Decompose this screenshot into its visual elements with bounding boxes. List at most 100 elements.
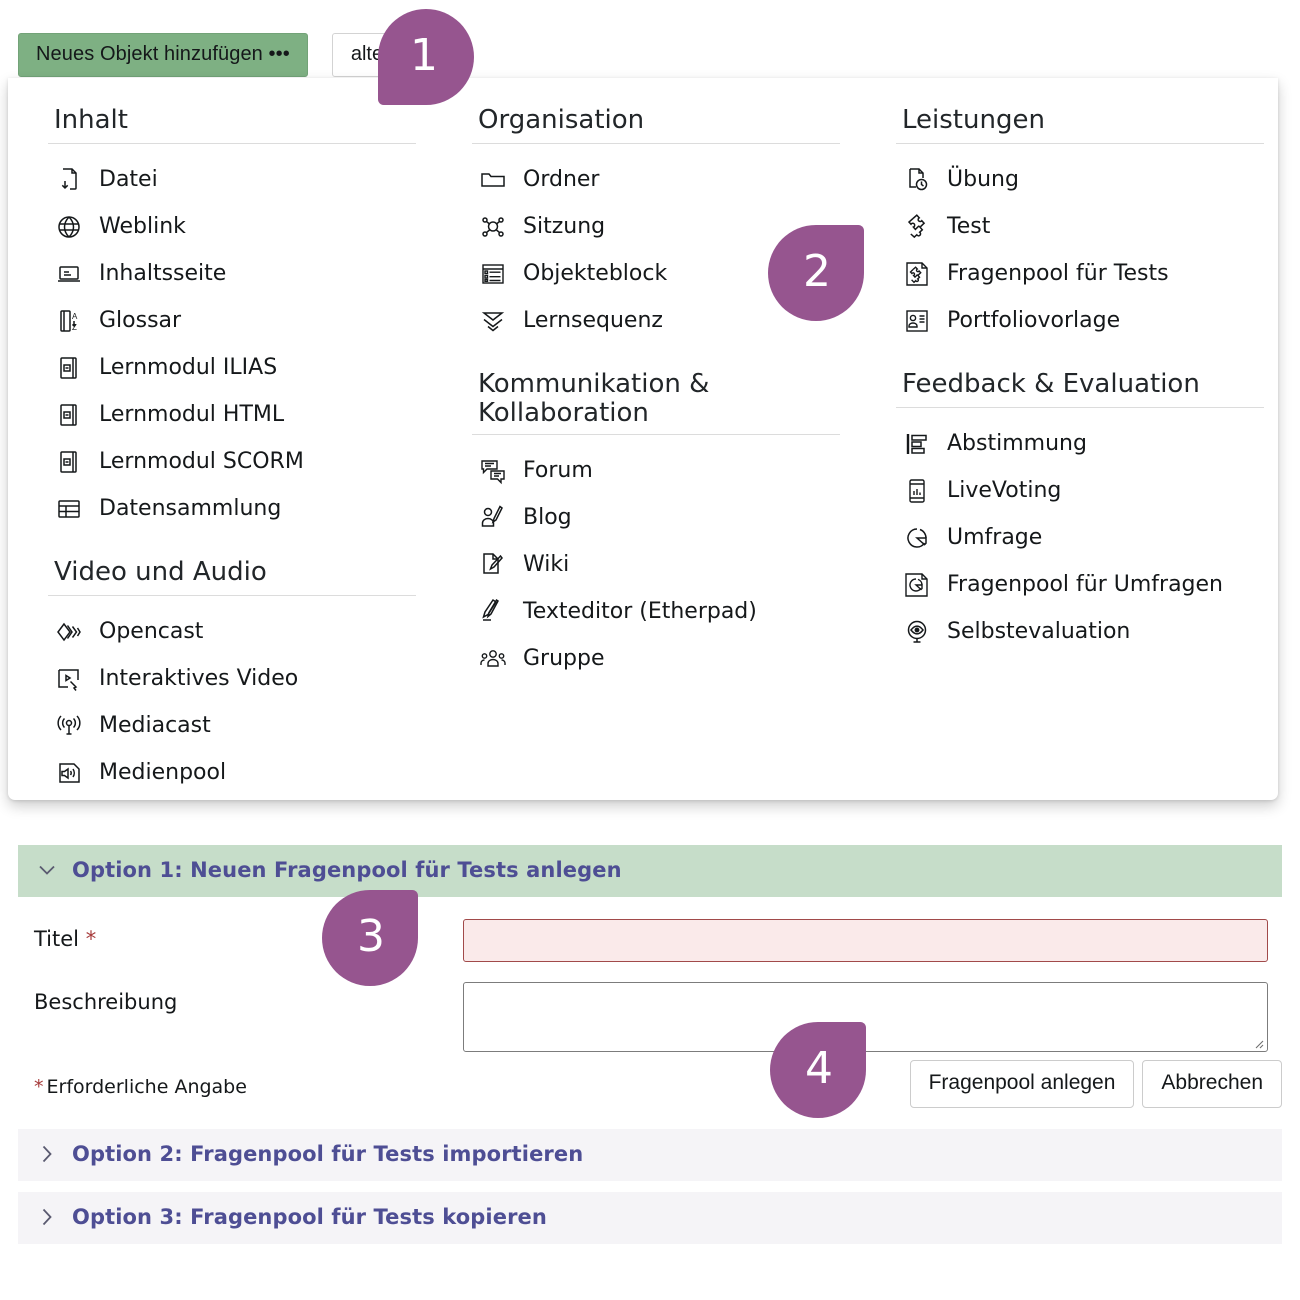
forum-speech-bubbles-icon (478, 456, 508, 486)
toolbar-secondary-button[interactable]: alten (331, 33, 414, 77)
menu-item-label: Lernmodul ILIAS (99, 354, 278, 380)
menu-item-uebung[interactable]: Übung (896, 156, 1264, 203)
menu-item-label: Abstimmung (947, 430, 1087, 456)
required-hint: *Erforderliche Angabe (18, 1076, 1282, 1098)
dropdown-column-1: Inhalt Datei Weblink Inhaltsseite (48, 105, 416, 822)
menu-item-lernmodul-html[interactable]: Lernmodul HTML (48, 391, 416, 438)
add-object-dropdown-panel: Inhalt Datei Weblink Inhaltsseite (8, 78, 1278, 800)
session-nodes-icon (478, 212, 508, 242)
menu-item-label: Gruppe (523, 645, 605, 671)
menu-item-forum[interactable]: Forum (472, 447, 840, 494)
menu-item-weblink[interactable]: Weblink (48, 203, 416, 250)
menu-item-objekteblock[interactable]: Objekteblock (472, 250, 840, 297)
livevoting-phone-icon (902, 476, 932, 506)
media-pool-speaker-icon (54, 758, 84, 788)
dropdown-columns: Inhalt Datei Weblink Inhaltsseite (8, 78, 1278, 822)
learning-sequence-chevron-icon (478, 306, 508, 336)
menu-item-wiki[interactable]: Wiki (472, 541, 840, 588)
group-inhalt: Inhalt Datei Weblink Inhaltsseite (48, 105, 416, 532)
create-question-pool-form: Option 1: Neuen Fragenpool für Tests anl… (18, 845, 1282, 1244)
menu-item-label: Texteditor (Etherpad) (523, 598, 757, 624)
menu-item-mediacast[interactable]: Mediacast (48, 702, 416, 749)
menu-item-label: Lernmodul HTML (99, 401, 285, 427)
survey-pool-pie-icon (902, 570, 932, 600)
file-download-icon (54, 165, 84, 195)
self-evaluation-eye-icon (902, 617, 932, 647)
menu-item-label: Übung (947, 166, 1019, 192)
menu-item-portfoliovorlage[interactable]: Portfoliovorlage (896, 297, 1264, 344)
menu-item-texteditor-etherpad[interactable]: Texteditor (Etherpad) (472, 588, 840, 635)
menu-item-label: Fragenpool für Tests (947, 260, 1169, 286)
group-title: Inhalt (54, 105, 128, 135)
menu-item-umfrage[interactable]: Umfrage (896, 514, 1264, 561)
exercise-clock-icon (902, 165, 932, 195)
divider (48, 143, 416, 145)
menu-item-lernmodul-ilias[interactable]: Lernmodul ILIAS (48, 344, 416, 391)
menu-item-label: Sitzung (523, 213, 606, 239)
globe-link-icon (54, 212, 84, 242)
title-input[interactable] (463, 919, 1268, 962)
group-title: Video und Audio (54, 557, 267, 588)
menu-item-label: Fragenpool für Umfragen (947, 571, 1223, 597)
menu-item-medienpool[interactable]: Medienpool (48, 749, 416, 796)
menu-item-lernsequenz[interactable]: Lernsequenz (472, 297, 840, 344)
svg-text:Z: Z (72, 323, 77, 332)
content-page-icon (54, 259, 84, 289)
menu-item-opencast[interactable]: Opencast (48, 608, 416, 655)
menu-item-lernmodul-scorm[interactable]: Lernmodul SCORM (48, 438, 416, 485)
menu-item-sitzung[interactable]: Sitzung (472, 203, 840, 250)
menu-item-label: Blog (523, 504, 572, 530)
group-video-und-audio: Video und Audio Opencast Interaktives Vi… (48, 558, 416, 796)
menu-item-label: Inhaltsseite (99, 260, 227, 286)
menu-item-label: Glossar (99, 307, 182, 333)
menu-item-label: Umfrage (947, 524, 1043, 550)
divider (472, 143, 840, 145)
menu-item-label: Wiki (523, 551, 570, 577)
menu-item-abstimmung[interactable]: Abstimmung (896, 420, 1264, 467)
learning-module-icon (54, 447, 84, 477)
menu-item-livevoting[interactable]: LiveVoting (896, 467, 1264, 514)
menu-item-datensammlung[interactable]: Datensammlung (48, 485, 416, 532)
menu-item-gruppe[interactable]: Gruppe (472, 635, 840, 682)
option-1-header[interactable]: Option 1: Neuen Fragenpool für Tests anl… (18, 845, 1282, 897)
menu-item-datei[interactable]: Datei (48, 156, 416, 203)
menu-item-interaktives-video[interactable]: Interaktives Video (48, 655, 416, 702)
menu-item-fragenpool-fuer-umfragen[interactable]: Fragenpool für Umfragen (896, 561, 1264, 608)
menu-item-test[interactable]: Test (896, 203, 1264, 250)
dropdown-column-2: Organisation Ordner Sitzung Objekteblock (472, 105, 840, 822)
required-hint-text: Erforderliche Angabe (46, 1076, 247, 1098)
menu-item-label: Medienpool (99, 759, 227, 785)
toolbar: Neues Objekt hinzufügen ••• alten (18, 33, 414, 77)
test-puzzle-icon (902, 212, 932, 242)
svg-text:A: A (72, 312, 78, 321)
menu-item-selbstevaluation[interactable]: Selbstevaluation (896, 608, 1264, 655)
option-3-title: Option 3: Fragenpool für Tests kopieren (72, 1205, 547, 1229)
chevron-right-icon (36, 1206, 58, 1228)
menu-item-blog[interactable]: Blog (472, 494, 840, 541)
menu-item-label: Lernsequenz (523, 307, 663, 333)
survey-pie-icon (902, 523, 932, 553)
resize-grip-icon[interactable] (1252, 1037, 1264, 1049)
description-textarea[interactable] (463, 982, 1268, 1052)
add-new-object-button[interactable]: Neues Objekt hinzufügen ••• (18, 33, 308, 77)
menu-item-label: Mediacast (99, 712, 211, 738)
menu-item-label: Test (947, 213, 991, 239)
form-actions: Fragenpool anlegen Abbrechen (909, 1060, 1282, 1108)
option-1-body: Titel * Beschreibung *Erforderliche Anga… (18, 897, 1282, 1118)
option-2-header[interactable]: Option 2: Fragenpool für Tests importier… (18, 1129, 1282, 1181)
group-title: Leistungen (902, 105, 1045, 135)
menu-item-ordner[interactable]: Ordner (472, 156, 840, 203)
object-block-list-icon (478, 259, 508, 289)
option-3-header[interactable]: Option 3: Fragenpool für Tests kopieren (18, 1192, 1282, 1244)
menu-item-label: Objekteblock (523, 260, 668, 286)
divider (472, 434, 840, 436)
cancel-button[interactable]: Abbrechen (1142, 1060, 1282, 1108)
menu-item-inhaltsseite[interactable]: Inhaltsseite (48, 250, 416, 297)
menu-item-fragenpool-fuer-tests[interactable]: Fragenpool für Tests (896, 250, 1264, 297)
group-title: Kommunikation & Kollaboration (478, 369, 710, 429)
menu-item-label: Opencast (99, 618, 204, 644)
menu-item-label: LiveVoting (947, 477, 1062, 503)
create-question-pool-button[interactable]: Fragenpool anlegen (909, 1060, 1135, 1108)
